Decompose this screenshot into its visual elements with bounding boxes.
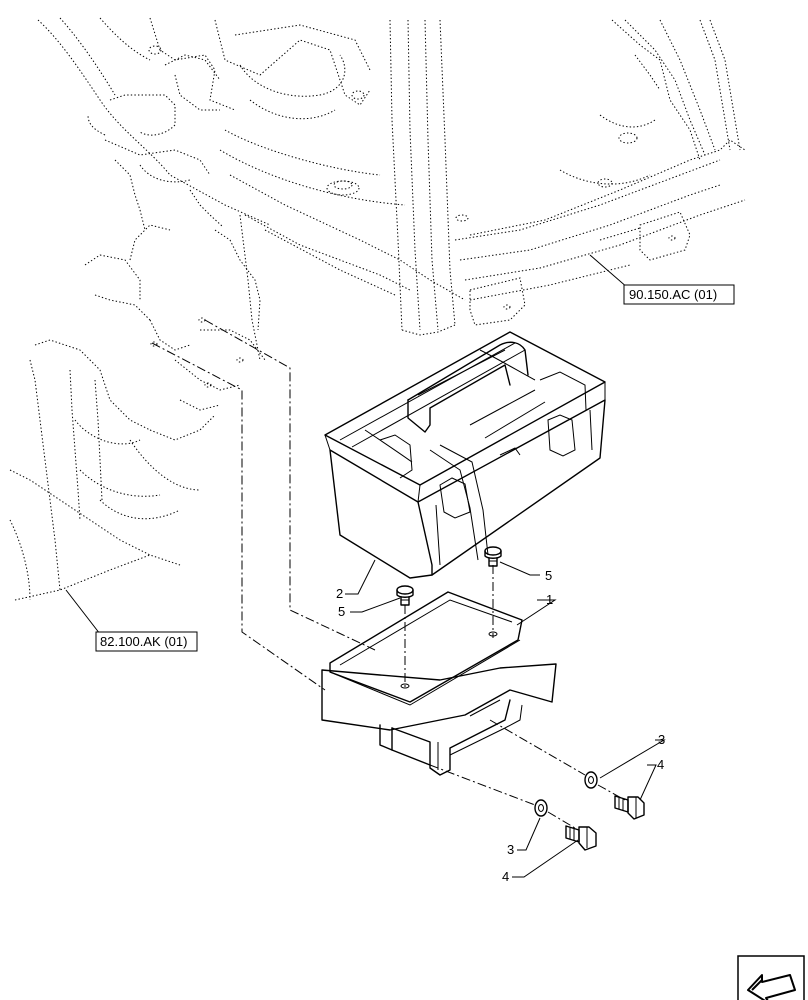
washer-right bbox=[584, 771, 598, 789]
cab-frame-outline bbox=[37, 17, 746, 336]
callout-battery: 2 bbox=[336, 586, 343, 601]
callout-screw-upper-right: 5 bbox=[545, 568, 552, 583]
screw-upper-right bbox=[484, 546, 502, 567]
callout-numbers: 2 1 5 5 3 4 3 4 bbox=[336, 568, 665, 884]
battery-tray bbox=[321, 591, 557, 776]
direction-arrow-icon[interactable] bbox=[737, 955, 805, 1000]
screw-upper-left bbox=[396, 585, 414, 606]
callout-washer-right: 3 bbox=[658, 732, 665, 747]
callout-washer-left: 3 bbox=[507, 842, 514, 857]
reference-box-front-frame[interactable]: 82.100.AK (01) bbox=[95, 631, 198, 652]
callout-bolt-right: 4 bbox=[657, 757, 664, 772]
assembly-lines bbox=[151, 319, 626, 829]
leader-lines bbox=[65, 254, 666, 878]
bolt-right bbox=[614, 795, 645, 820]
reference-label-front-frame[interactable]: 82.100.AK (01) bbox=[100, 634, 187, 649]
reference-label-cab-frame[interactable]: 90.150.AC (01) bbox=[629, 287, 717, 302]
callout-bolt-left: 4 bbox=[502, 869, 509, 884]
bolt-left bbox=[565, 825, 597, 851]
washer-left bbox=[534, 799, 548, 817]
battery bbox=[324, 331, 606, 579]
callout-tray: 1 bbox=[546, 592, 553, 607]
front-frame-outline bbox=[9, 159, 266, 601]
callout-screw-upper-left: 5 bbox=[338, 604, 345, 619]
reference-box-cab-frame[interactable]: 90.150.AC (01) bbox=[623, 284, 735, 305]
